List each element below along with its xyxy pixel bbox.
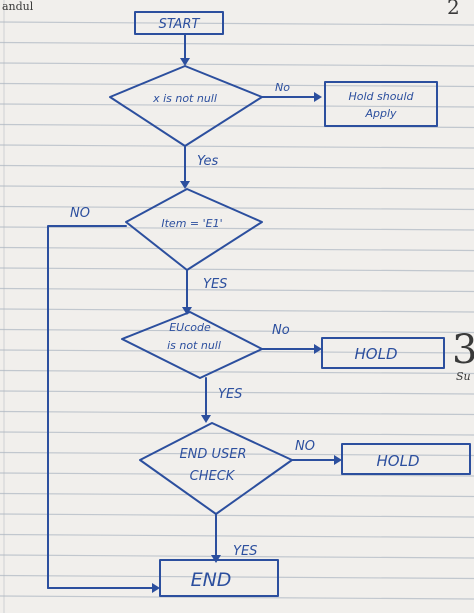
- ruled-line: [0, 369, 474, 375]
- no-loop-line: [47, 225, 127, 589]
- arrowhead: [314, 344, 322, 354]
- hold-box-1-label: HOLD: [355, 345, 398, 363]
- ruled-line: [0, 185, 474, 190]
- ruled-line: [0, 328, 474, 334]
- decision-end-user-line-2: CHECK: [190, 469, 236, 484]
- ruled-line: [0, 205, 474, 211]
- ruled-line: [0, 513, 474, 518]
- right-fragment: Su: [456, 370, 471, 383]
- start-box: [134, 11, 224, 35]
- arrowhead: [201, 415, 211, 423]
- decision-end-user-yes-label: YES: [233, 544, 257, 559]
- arrowhead: [180, 181, 190, 189]
- decision-end-user-line-1: END USER: [179, 447, 246, 462]
- ruled-line: [0, 595, 474, 600]
- decision-item-yes-label: YES: [203, 277, 227, 292]
- ruled-line: [0, 308, 474, 313]
- hold-should-apply-box: [324, 81, 438, 127]
- ruled-line: [0, 287, 474, 293]
- end-box: [159, 559, 279, 597]
- arrowhead: [182, 307, 192, 315]
- ruled-line: [0, 226, 474, 231]
- hold-box-2: [341, 443, 471, 475]
- ruled-line: [0, 554, 474, 559]
- arrowhead: [180, 58, 190, 66]
- ruled-line: [0, 21, 474, 26]
- decision-end-user-no-label: NO: [295, 439, 315, 454]
- ruled-line: [0, 41, 474, 47]
- hold-box-2-label: HOLD: [377, 452, 420, 470]
- ruled-line: [0, 349, 474, 354]
- ruled-lines: [0, 21, 474, 600]
- hold-should-apply-line-2: Apply: [364, 107, 397, 120]
- hold-should-apply-line-1: Hold should: [349, 90, 415, 103]
- ruled-line: [0, 472, 474, 477]
- ruled-line: [0, 451, 474, 457]
- corner-text: andul: [2, 0, 34, 13]
- decision-item-no-label: NO: [70, 206, 90, 221]
- start-label: START: [159, 17, 201, 32]
- corner-mark: 2: [447, 0, 460, 19]
- decision-eucode-line-1: EUcode: [169, 321, 211, 334]
- ruled-line: [0, 574, 474, 580]
- ruled-line: [0, 144, 474, 149]
- ruled-line: [0, 492, 474, 498]
- arrowhead: [152, 583, 160, 593]
- ruled-line: [0, 103, 474, 108]
- decision-x-yes-label: Yes: [197, 154, 219, 169]
- ruled-line: [0, 390, 474, 395]
- decision-eucode-line-2: is not null: [167, 339, 221, 352]
- decision-item-label: Item = 'E1': [161, 217, 222, 230]
- ruled-line: [0, 533, 474, 539]
- ruled-line: [0, 62, 474, 67]
- decision-eucode-no-label: No: [272, 323, 290, 338]
- ruled-line: [0, 410, 474, 416]
- arrowhead: [334, 455, 342, 465]
- ruled-line: [0, 82, 474, 88]
- end-label: END: [191, 569, 232, 591]
- hold-box-1: [321, 337, 445, 369]
- arrowhead: [314, 92, 322, 102]
- decision-x-label: x is not null: [152, 92, 217, 105]
- ruled-line: [0, 267, 474, 272]
- right-number: 3: [452, 327, 474, 373]
- decision-item: [125, 188, 263, 271]
- ruled-line: [0, 246, 474, 252]
- decision-x-no-label: No: [275, 81, 290, 94]
- ruled-line: [0, 164, 474, 170]
- decision-eucode-yes-label: YES: [218, 387, 242, 402]
